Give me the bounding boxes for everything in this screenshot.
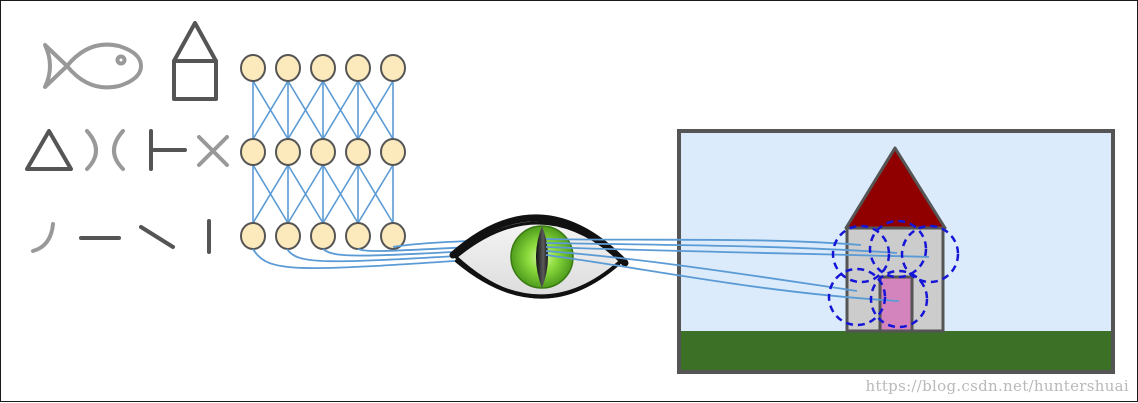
scene bbox=[677, 129, 1115, 374]
diagonal-line-icon bbox=[139, 225, 175, 249]
scene-grass bbox=[679, 331, 1113, 372]
network-connection bbox=[252, 164, 289, 224]
neuron-node bbox=[345, 54, 371, 82]
network-connection bbox=[322, 164, 359, 224]
vision-rays bbox=[545, 238, 930, 302]
shape-icons bbox=[25, 21, 229, 254]
network-neurons bbox=[240, 54, 406, 250]
network-connections bbox=[252, 80, 394, 224]
neuron-node bbox=[345, 138, 371, 166]
vision-ray bbox=[545, 254, 900, 302]
neuron-node bbox=[380, 222, 406, 250]
receptive-field-circle bbox=[900, 224, 960, 284]
neuron-node bbox=[345, 222, 371, 250]
neuron-node bbox=[310, 138, 336, 166]
vision-ray bbox=[545, 242, 898, 254]
house-icon bbox=[844, 146, 947, 333]
fish-icon bbox=[43, 42, 143, 90]
x-icon bbox=[197, 135, 229, 167]
house-roof bbox=[844, 146, 947, 230]
lower-eyelid bbox=[455, 259, 621, 299]
receptive-field-circle bbox=[831, 224, 891, 284]
curved-cross-icon bbox=[85, 129, 125, 171]
vision-ray bbox=[545, 238, 862, 246]
house-outline-icon bbox=[172, 21, 218, 101]
curved-line-icon bbox=[31, 222, 55, 253]
neuron-node bbox=[310, 222, 336, 250]
receptive-field-circle bbox=[827, 267, 887, 327]
vision-ray bbox=[545, 246, 930, 258]
neuron-node bbox=[310, 54, 336, 82]
triangle-icon bbox=[25, 129, 73, 171]
neuron-node bbox=[275, 222, 301, 250]
neuron-node bbox=[380, 138, 406, 166]
neuron-node bbox=[275, 54, 301, 82]
receptive-fields bbox=[827, 219, 960, 329]
eye-icon bbox=[449, 214, 629, 299]
neuron-node bbox=[380, 54, 406, 82]
neuron-node bbox=[240, 138, 266, 166]
network-connection bbox=[252, 80, 289, 140]
neuron-node bbox=[240, 222, 266, 250]
vision-ray bbox=[545, 250, 858, 292]
network-connection bbox=[322, 80, 359, 140]
receptive-field-circle bbox=[869, 269, 929, 329]
t-junction-icon bbox=[149, 129, 187, 171]
network-connection bbox=[357, 164, 394, 224]
neuron-node bbox=[275, 138, 301, 166]
network-connection bbox=[357, 80, 394, 140]
eye-pupil bbox=[536, 226, 548, 288]
watermark: https://blog.csdn.net/huntershuai bbox=[865, 377, 1129, 395]
network-connection bbox=[287, 80, 324, 140]
neuron-node bbox=[240, 54, 266, 82]
network-connection bbox=[287, 164, 324, 224]
receptive-field-circle bbox=[868, 219, 928, 279]
